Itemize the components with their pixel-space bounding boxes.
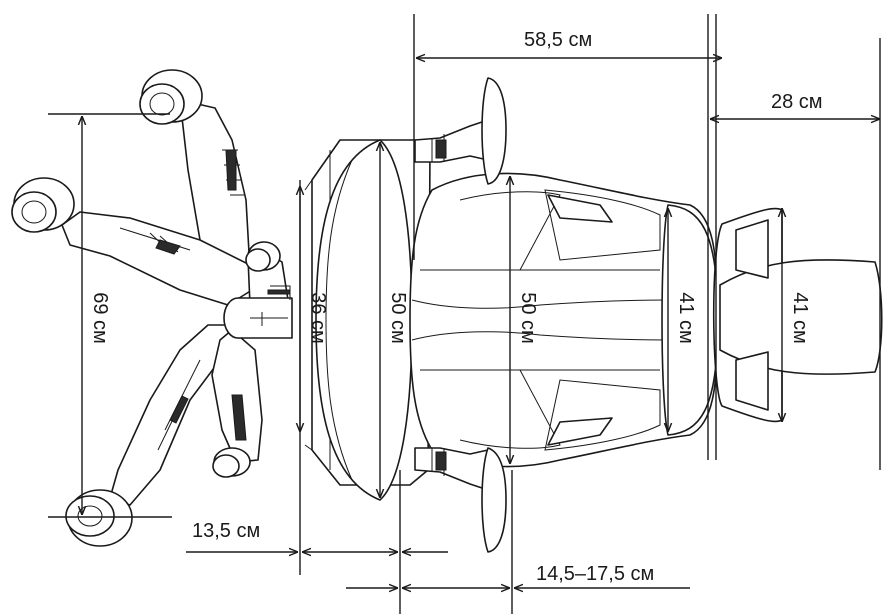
headrest-slot-top (735, 219, 769, 279)
caster-right (245, 241, 281, 272)
label-armrest-adjust: 14,5–17,5 см (536, 563, 654, 585)
backrest-side-panel-bottom (547, 417, 613, 446)
chair-seat (304, 139, 431, 501)
label-headrest-width: 41 см (789, 292, 811, 344)
caster-lower-left (65, 489, 133, 547)
headrest-slot-bottom (735, 351, 769, 411)
label-base-diameter: 69 см (89, 292, 111, 344)
label-seat-width: 50 см (387, 292, 409, 344)
base-casters (11, 69, 281, 547)
chair-armrests (414, 77, 507, 553)
label-headrest-height: 28 см (771, 91, 823, 113)
chair-backrest (409, 172, 719, 468)
dimension-lines (48, 14, 881, 614)
backrest-upper-pad (661, 204, 719, 436)
dimension-labels: 58,5 см 28 см 69 см 36 см 50 см 50 см 41… (89, 29, 823, 585)
armrest-bottom (414, 447, 507, 553)
label-backrest-upper-width: 41 см (675, 292, 697, 344)
label-armrest-offset: 13,5 см (192, 520, 260, 542)
caster-bottom (212, 447, 251, 478)
chair-headrest (712, 207, 883, 423)
caster-upper-left (11, 177, 75, 233)
backrest-side-panel-top (547, 194, 613, 223)
label-backrest-width: 50 см (517, 292, 539, 344)
armrest-top (414, 77, 507, 185)
label-gas-lift-height: 36 см (307, 292, 329, 344)
seat-cushion (315, 139, 413, 501)
label-seat-depth: 58,5 см (524, 29, 592, 51)
backrest-shell (409, 172, 719, 468)
